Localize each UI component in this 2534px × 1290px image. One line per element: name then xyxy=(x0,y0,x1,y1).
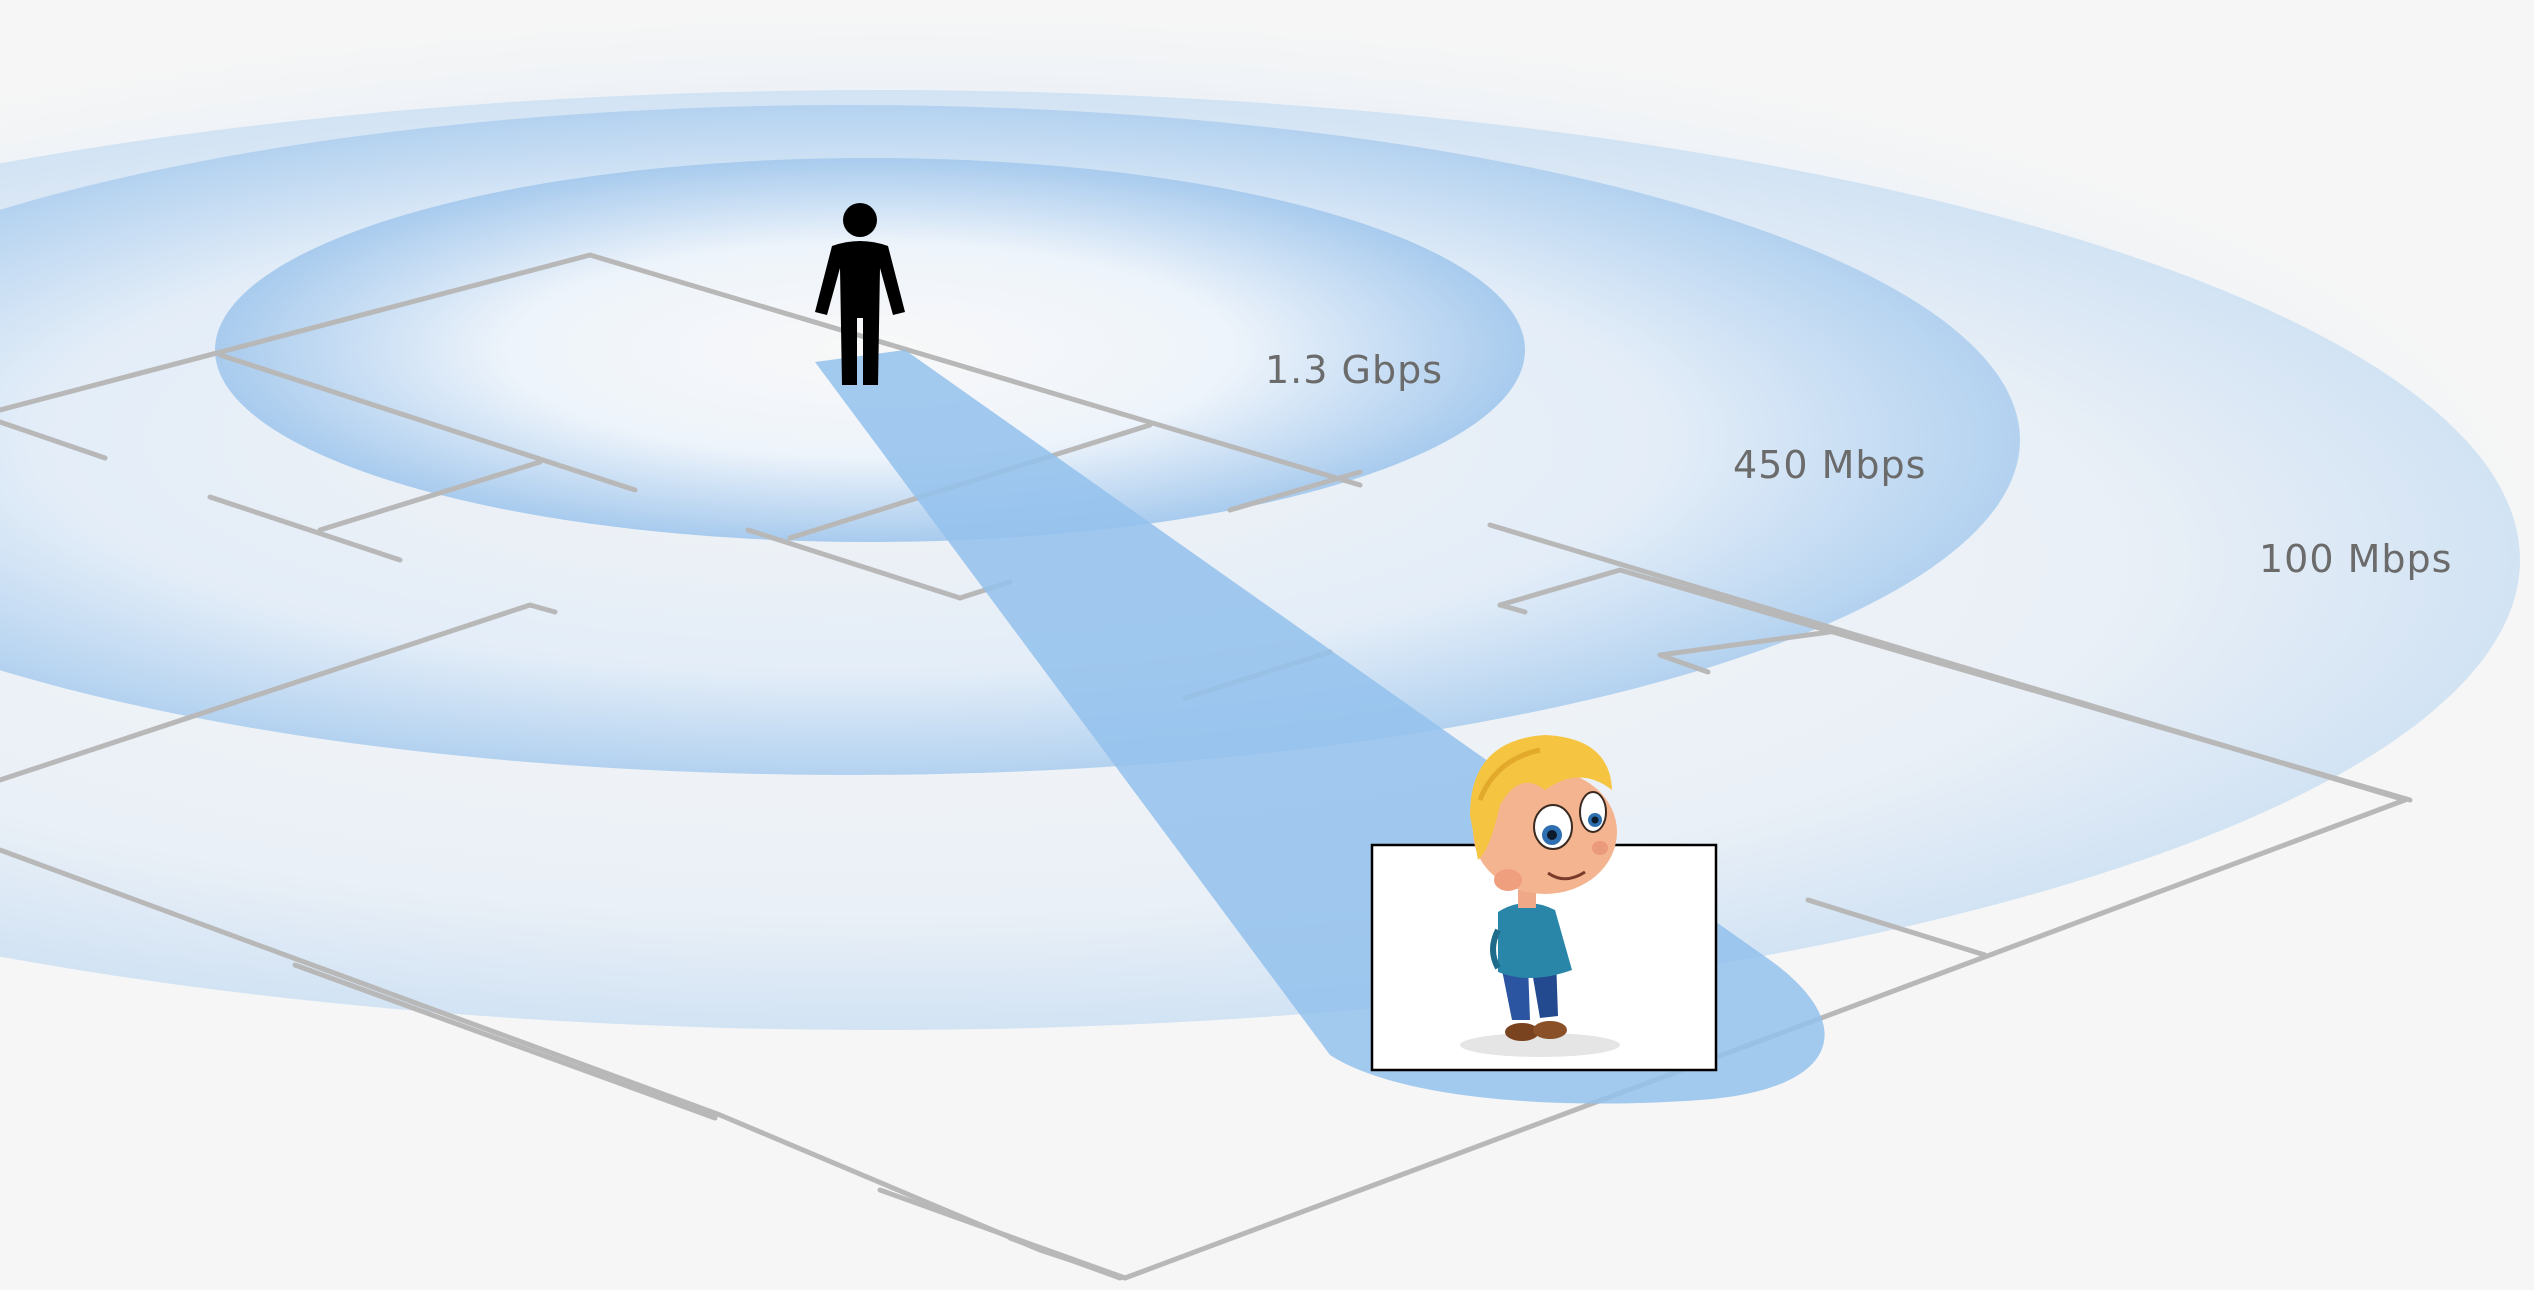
cartoon-boy-illustration xyxy=(1460,735,1620,1057)
person-silhouette-icon xyxy=(815,203,905,385)
speed-label-inner: 1.3 Gbps xyxy=(1265,348,1443,392)
speed-label-outer: 100 Mbps xyxy=(2259,537,2452,581)
speed-label-middle: 450 Mbps xyxy=(1733,443,1926,487)
